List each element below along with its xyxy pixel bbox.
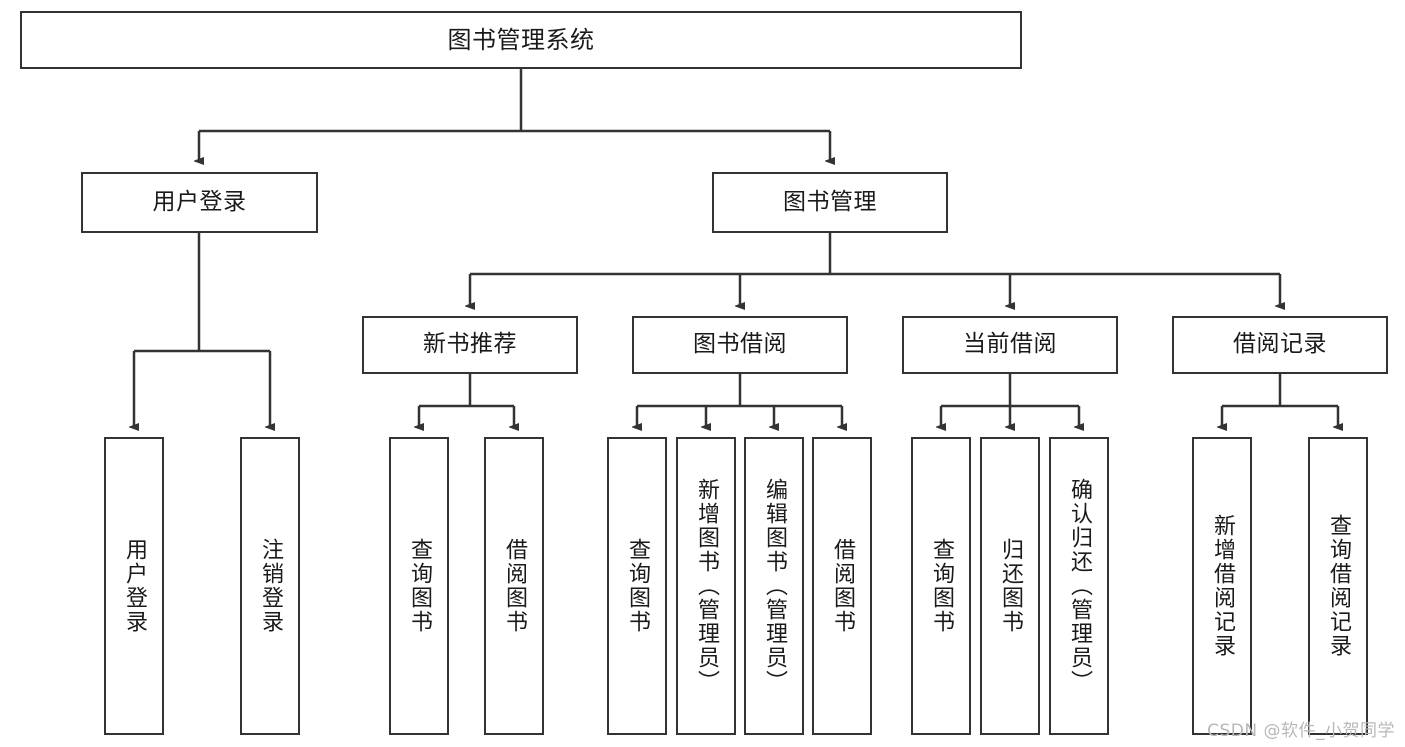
leaf-new-book-borrow[interactable]: 借阅图书 (484, 437, 544, 735)
node-current-borrow[interactable]: 当前借阅 (902, 316, 1118, 374)
node-new-book-recommend[interactable]: 新书推荐 (362, 316, 578, 374)
leaf-user-login-login[interactable]: 用户登录 (104, 437, 164, 735)
leaf-current-borrow-query[interactable]: 查询图书 (911, 437, 971, 735)
node-label: 新增图书（管理员） (694, 478, 719, 694)
leaf-new-book-query[interactable]: 查询图书 (389, 437, 449, 735)
node-borrow-record[interactable]: 借阅记录 (1172, 316, 1388, 374)
node-label: 图书管理系统 (447, 25, 595, 54)
node-label: 借阅图书 (830, 538, 855, 634)
node-label: 查询图书 (407, 538, 432, 634)
node-label: 用户登录 (152, 188, 247, 215)
node-label: 当前借阅 (963, 331, 1057, 358)
node-label: 确认归还（管理员） (1067, 478, 1092, 694)
leaf-current-borrow-confirm-return[interactable]: 确认归还（管理员） (1049, 437, 1109, 735)
node-label: 注销登录 (258, 538, 283, 634)
leaf-book-borrow-edit[interactable]: 编辑图书（管理员） (744, 437, 804, 735)
leaf-current-borrow-return[interactable]: 归还图书 (980, 437, 1040, 735)
node-root-system[interactable]: 图书管理系统 (20, 11, 1022, 69)
node-label: 图书管理 (783, 188, 877, 215)
node-label: 查询借阅记录 (1326, 514, 1351, 658)
leaf-borrow-record-add[interactable]: 新增借阅记录 (1192, 437, 1252, 735)
node-book-borrow[interactable]: 图书借阅 (632, 316, 848, 374)
leaf-borrow-record-query[interactable]: 查询借阅记录 (1308, 437, 1368, 735)
node-label: 查询图书 (929, 538, 954, 634)
node-label: 新书推荐 (423, 331, 517, 358)
node-label: 借阅图书 (502, 538, 527, 634)
leaf-book-borrow-borrow[interactable]: 借阅图书 (812, 437, 872, 735)
node-label: 归还图书 (998, 538, 1023, 634)
node-label: 编辑图书（管理员） (762, 478, 787, 694)
leaf-book-borrow-add[interactable]: 新增图书（管理员） (676, 437, 736, 735)
node-user-login[interactable]: 用户登录 (81, 172, 318, 233)
leaf-book-borrow-query[interactable]: 查询图书 (607, 437, 667, 735)
node-label: 新增借阅记录 (1210, 514, 1235, 658)
node-book-management[interactable]: 图书管理 (712, 172, 948, 233)
node-label: 查询图书 (625, 538, 650, 634)
leaf-user-login-logout[interactable]: 注销登录 (240, 437, 300, 735)
node-label: 图书借阅 (693, 331, 787, 358)
node-label: 用户登录 (122, 538, 147, 634)
watermark-text: CSDN @软件_小贺同学 (1207, 721, 1395, 741)
node-label: 借阅记录 (1233, 331, 1327, 358)
